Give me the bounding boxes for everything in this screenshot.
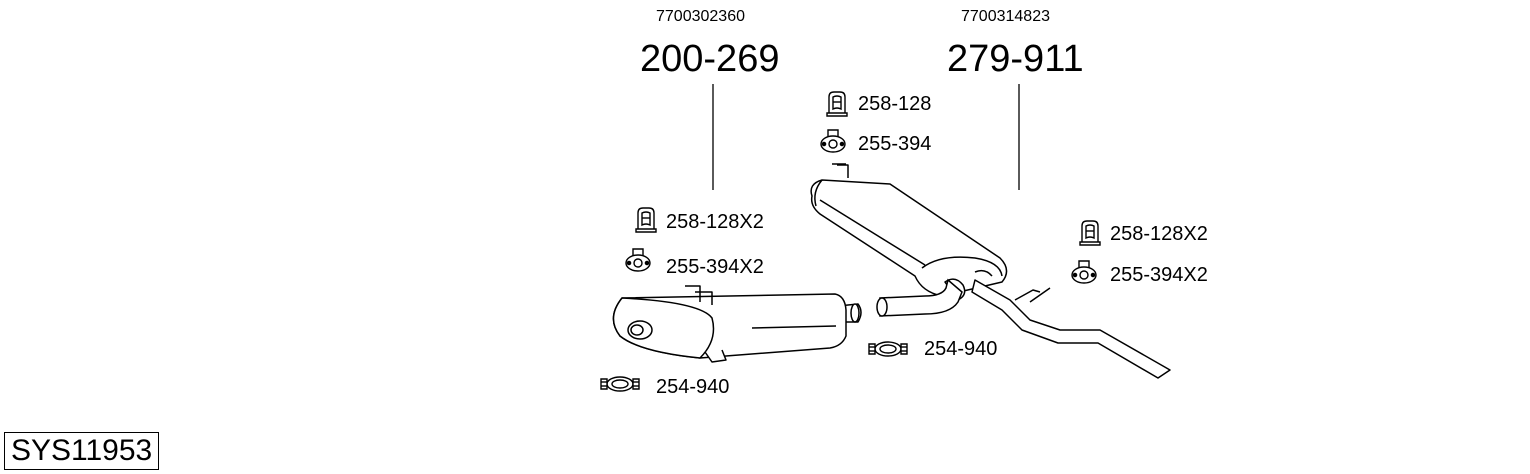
rubber-hanger-icon <box>635 207 657 233</box>
accessory-label: 254-940 <box>924 338 998 360</box>
accessory-label: 255-394 <box>858 133 932 155</box>
accessory-label: 258-128X2 <box>666 211 764 233</box>
accessory-label: 258-128 <box>858 93 932 115</box>
accessory-label: 258-128X2 <box>1110 223 1208 245</box>
accessory-label: 255-394X2 <box>666 256 764 278</box>
rubber-hanger-icon <box>826 91 848 117</box>
rear-silencer <box>612 285 862 363</box>
pipe-clamp-icon <box>600 376 640 392</box>
accessory-label: 255-394X2 <box>1110 264 1208 286</box>
oe-number: 7700302360 <box>656 8 745 25</box>
part-number: 200-269 <box>640 38 780 80</box>
mounting-ring-icon <box>820 129 846 153</box>
link-pipe <box>876 278 963 317</box>
mounting-ring-icon <box>1071 260 1097 284</box>
rubber-hanger-icon <box>1079 220 1101 246</box>
part-number: 279-911 <box>947 38 1084 80</box>
accessory-label: 254-940 <box>656 376 730 398</box>
system-code-box: SYS11953 <box>4 432 160 470</box>
pipe-clamp-icon <box>868 341 908 357</box>
oe-number: 7700314823 <box>961 8 1050 25</box>
mounting-ring-icon <box>625 248 651 272</box>
